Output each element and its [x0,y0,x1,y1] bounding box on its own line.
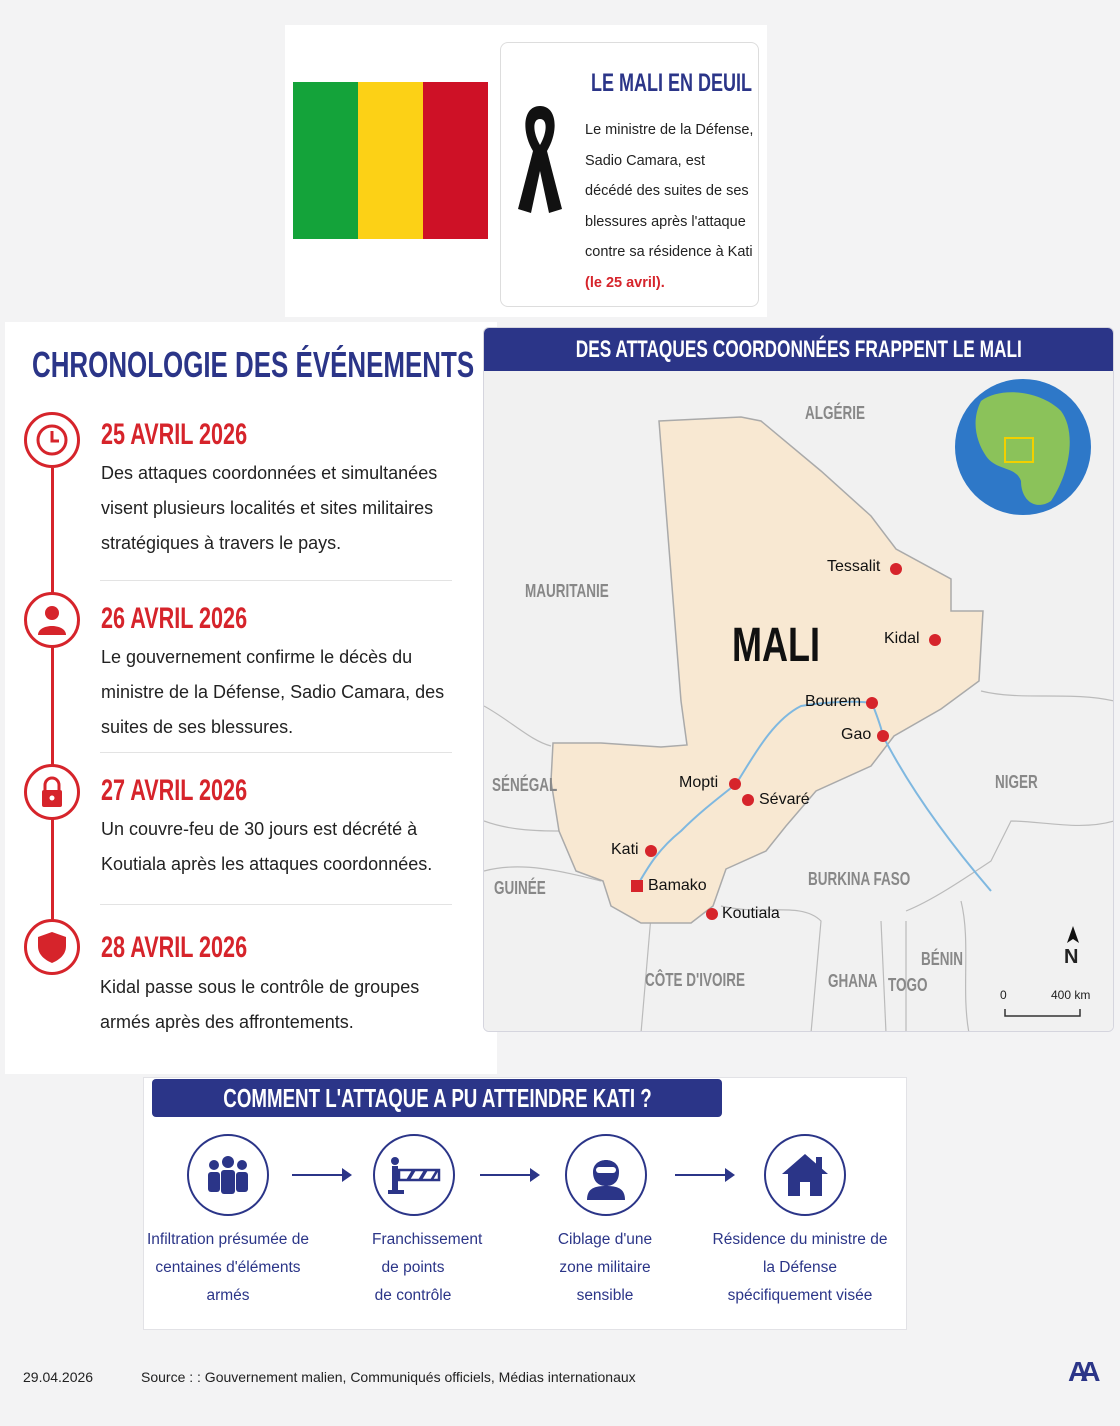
person-icon [24,592,80,648]
step-label: Ciblage d'une zone militaire sensible [557,1231,653,1304]
event-date: 26 AVRIL 2026 [101,602,248,635]
mourning-title: LE MALI EN DEUIL [591,69,752,97]
city-markers [631,563,941,920]
city-mopti: Mopti [679,774,719,791]
arrow-icon [675,1168,735,1182]
city-sevare: Sévaré [759,791,810,808]
mourning-date: (le 25 avril). [585,274,665,291]
city-kidal: Kidal [884,630,920,647]
mourning-text: Le ministre de la Défense, Sadio Camara,… [585,115,755,298]
group-icon [187,1134,269,1216]
north-label: N [1064,946,1079,968]
step-label: Franchissement de points de contrôle [372,1231,483,1304]
masked-person-icon [565,1134,647,1216]
label-cote-divoire: CÔTE D'IVOIRE [645,970,745,990]
event-text: Des attaques coordonnées et simultanées … [101,463,438,553]
how-title-band: COMMENT L'ATTAQUE A PU ATTEINDRE KATI ? [152,1079,722,1117]
shield-icon [24,919,80,975]
scale-end: 400 km [1051,988,1091,1002]
event-date: 25 AVRIL 2026 [101,418,248,451]
divider [100,580,452,581]
event-date: 28 AVRIL 2026 [101,931,248,964]
arrow-icon [292,1168,352,1182]
chronology-title: CHRONOLOGIE DES ÉVÉNEMENTS [32,344,475,385]
map-title-band: DES ATTAQUES COORDONNÉES FRAPPENT LE MAL… [484,328,1113,371]
label-algeria: ALGÉRIE [805,403,866,423]
scale-bar [1004,1009,1081,1017]
label-ghana: GHANA [828,971,878,991]
how-title: COMMENT L'ATTAQUE A PU ATTEINDRE KATI ? [222,1082,652,1113]
globe-icon [955,379,1091,515]
label-benin: BÉNIN [921,949,964,969]
mourning-card: LE MALI EN DEUIL Le ministre de la Défen… [500,42,759,307]
timeline-line [51,468,54,923]
footer-source: Source : : Gouvernement malien, Communiq… [141,1369,636,1385]
step-label: Infiltration présumée de centaines d'élé… [147,1231,309,1304]
map-panel: DES ATTAQUES COORDONNÉES FRAPPENT LE MAL… [483,327,1114,1032]
scale-start: 0 [1000,988,1007,1002]
label-senegal: SÉNÉGAL [492,775,558,795]
event-text: Le gouvernement confirme le décès du min… [101,647,445,737]
mali-shape [550,416,984,924]
mali-flag [293,82,488,239]
niger-river [636,700,992,892]
step-label: Résidence du ministre de la Défense spéc… [712,1231,888,1304]
event-text: Un couvre-feu de 30 jours est décrété à … [101,819,433,874]
event-date: 27 AVRIL 2026 [101,774,248,807]
label-burkina-faso: BURKINA FASO [808,869,911,889]
lock-icon [24,764,80,820]
city-bourem: Bourem [805,693,862,710]
city-tessalit: Tessalit [827,558,881,575]
house-icon [764,1134,846,1216]
aa-logo: AA [1068,1356,1101,1387]
clock-icon [24,412,80,468]
city-bamako: Bamako [648,877,707,894]
divider [100,904,452,905]
footer-date: 29.04.2026 [23,1369,94,1385]
north-arrow-icon [1067,926,1079,943]
mali-map [484,371,1113,1031]
arrow-icon [480,1168,540,1182]
event-text: Kidal passe sous le contrôle de groupes … [100,977,420,1032]
checkpoint-barrier-icon [373,1134,455,1216]
label-mali: MALI [732,619,820,672]
label-niger: NIGER [995,772,1038,792]
city-koutiala: Koutiala [722,905,780,922]
map-title: DES ATTAQUES COORDONNÉES FRAPPENT LE MAL… [575,335,1022,363]
label-togo: TOGO [888,975,928,995]
chronology-panel: CHRONOLOGIE DES ÉVÉNEMENTS [5,322,497,1074]
city-kati: Kati [611,841,639,858]
label-guinea: GUINÉE [494,878,546,898]
black-ribbon-icon [518,106,562,213]
label-mauritania: MAURITANIE [525,581,609,601]
city-gao: Gao [841,726,872,743]
divider [100,752,452,753]
